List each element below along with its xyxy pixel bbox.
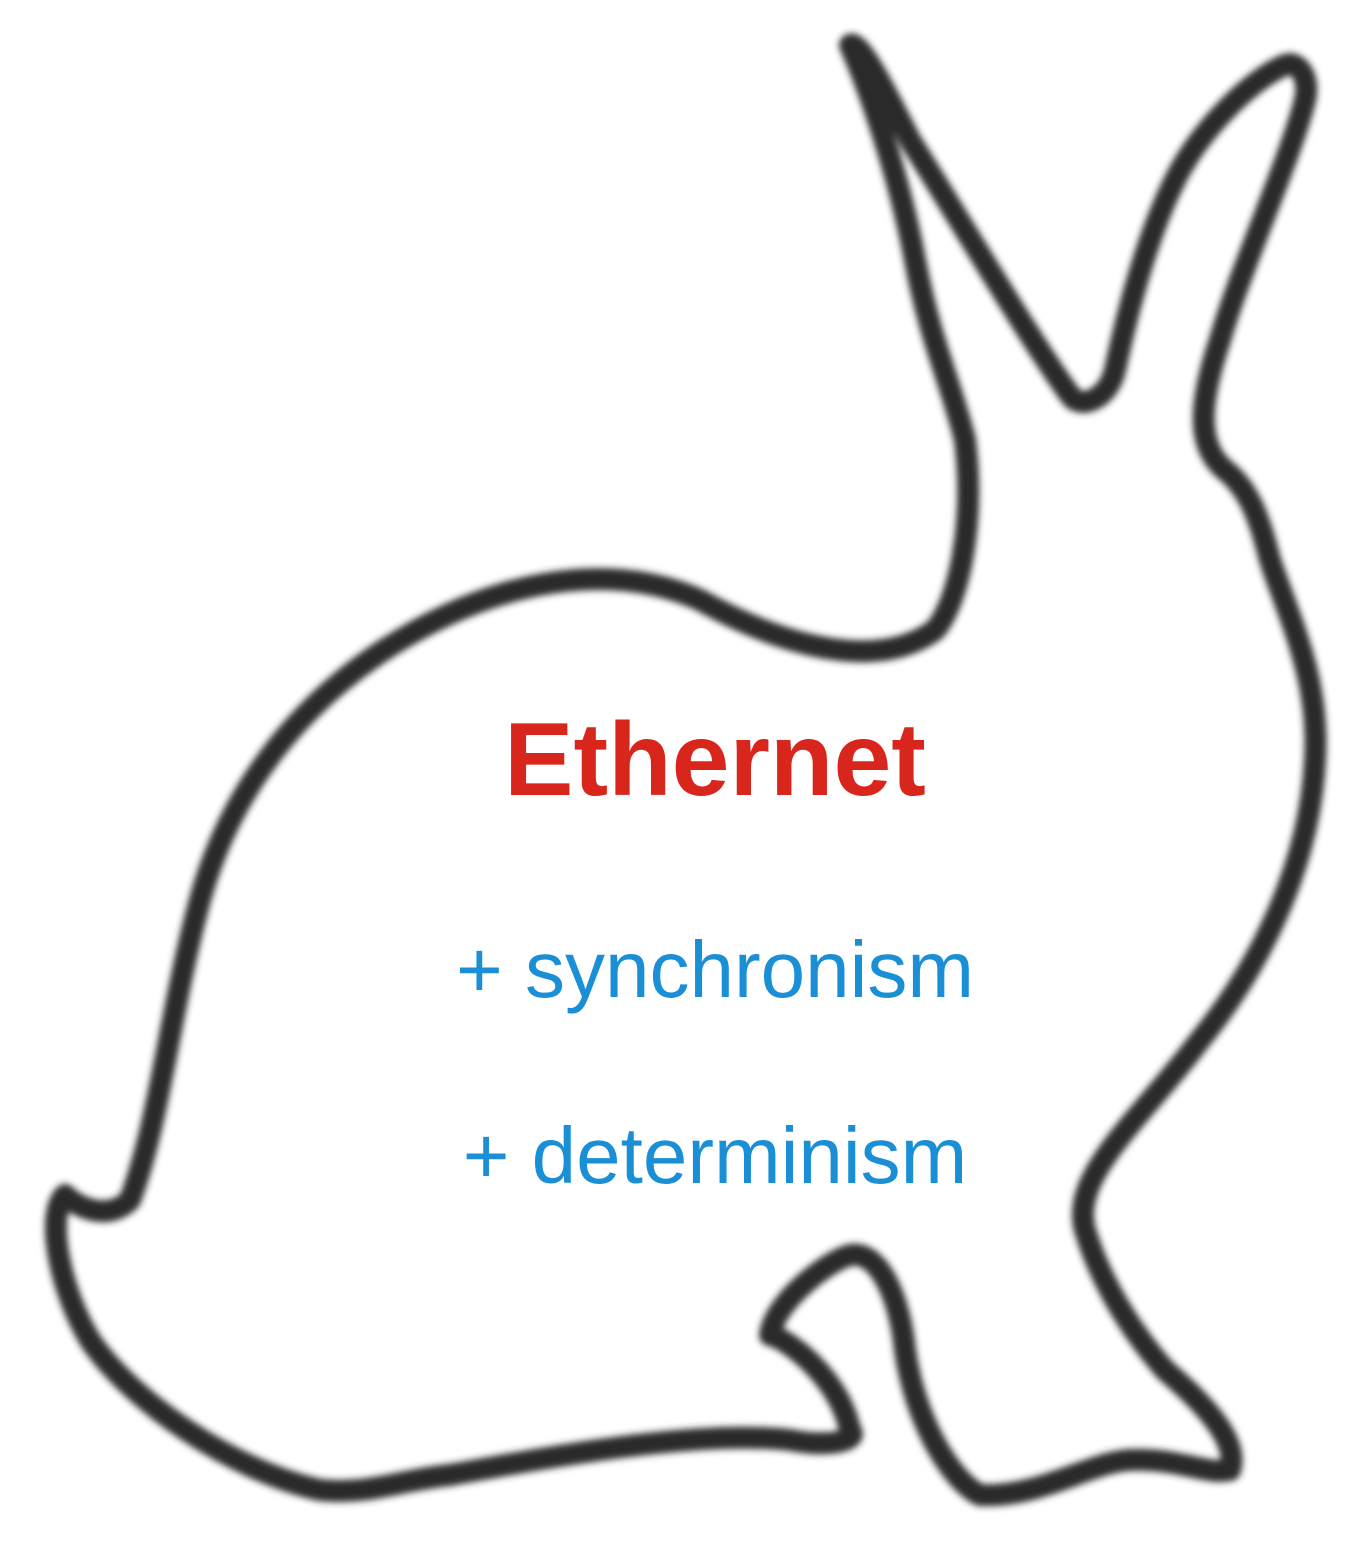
feature-item-determinism: + determinism xyxy=(462,1111,968,1200)
rabbit-outline xyxy=(44,33,1327,1507)
diagram-title: Ethernet xyxy=(504,702,926,818)
feature-item-synchronism: + synchronism xyxy=(456,925,974,1014)
